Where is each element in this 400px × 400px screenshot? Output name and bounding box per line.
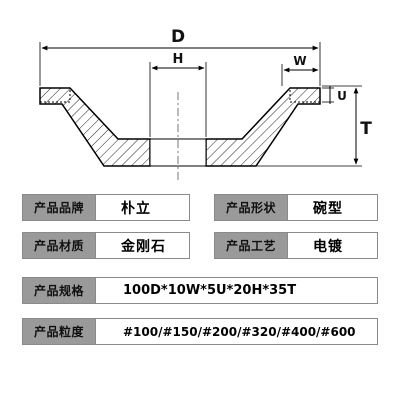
grit-label: 产品粒度: [23, 319, 96, 344]
process-value: 电镀: [313, 238, 343, 255]
material-label: 产品材质: [23, 233, 96, 258]
abrasive-layer-left: [39, 87, 71, 103]
process-label: 产品工艺: [215, 233, 288, 258]
shape-row: 产品形状 碗型: [214, 194, 378, 221]
process-row: 产品工艺 电镀: [214, 232, 378, 259]
brand-label: 产品品牌: [23, 195, 96, 220]
size-row: 产品规格 100D*10W*5U*20H*35T: [22, 277, 378, 304]
brand-row: 产品品牌 朴立: [22, 194, 190, 221]
material-value: 金刚石: [121, 238, 166, 255]
grit-row: 产品粒度 #100/#150/#200/#320/#400/#600: [22, 318, 378, 345]
left-wall-section: [39, 87, 151, 167]
h-label: H: [173, 52, 184, 67]
shape-label: 产品形状: [215, 195, 288, 220]
shape-value: 碗型: [313, 200, 343, 217]
d-label: D: [171, 27, 185, 47]
bowl-wheel-diagram: D H W U T: [39, 27, 372, 180]
brand-value: 朴立: [121, 200, 151, 217]
size-label: 产品规格: [23, 278, 96, 303]
u-label: U: [337, 89, 347, 103]
grit-value: #100/#150/#200/#320/#400/#600: [123, 324, 356, 339]
right-wall-section: [205, 87, 321, 167]
t-label: T: [360, 119, 372, 139]
size-value: 100D*10W*5U*20H*35T: [123, 283, 297, 298]
material-row: 产品材质 金刚石: [22, 232, 190, 259]
abrasive-layer-right: [289, 87, 321, 103]
w-label: W: [293, 54, 306, 68]
